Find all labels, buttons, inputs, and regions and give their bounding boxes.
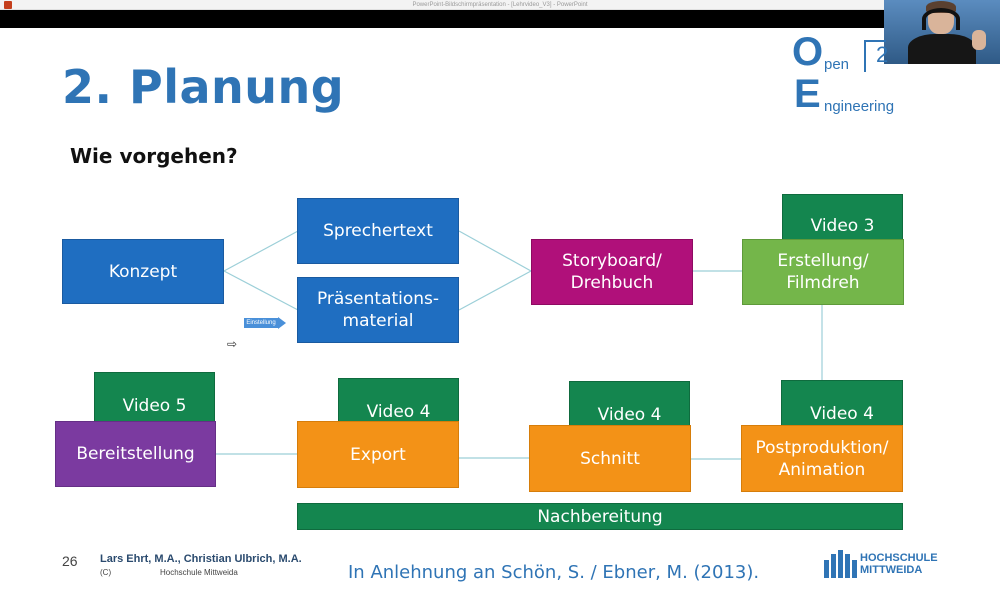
video3-label: Video 3 — [782, 194, 903, 244]
presentation-top-bar — [0, 10, 1000, 28]
footer-authors: Lars Ehrt, M.A., Christian Ulbrich, M.A. — [100, 553, 302, 565]
storyboard-box: Storyboard/ Drehbuch — [531, 239, 693, 305]
tag-button-label: Einstellung — [244, 318, 278, 328]
export-box: Export — [297, 421, 459, 488]
window-titlebar: PowerPoint-Bildschirmpräsentation - [Leh… — [0, 0, 1000, 10]
video4-schnitt-label: Video 4 — [569, 381, 690, 431]
window-title: PowerPoint-Bildschirmpräsentation - [Leh… — [412, 2, 588, 8]
logo-letter-e: E — [794, 72, 821, 116]
arrow-right-icon — [278, 317, 286, 329]
hochschule-mittweida-wordmark: HOCHSCHULE MITTWEIDA — [860, 552, 938, 576]
praesentationsmaterial-box: Präsentations- material — [297, 277, 459, 343]
logo-digit: 2 — [876, 42, 889, 67]
footer-source: In Anlehnung an Schön, S. / Ebner, M. (2… — [348, 562, 760, 583]
hollow-arrow-icon: ⇨ — [227, 337, 238, 351]
slide-subtitle: Wie vorgehen? — [70, 144, 238, 168]
nachbereitung-bar: Nachbereitung — [297, 503, 903, 530]
footer-copyright: (C) — [100, 568, 112, 577]
slide-title: 2. Planung — [62, 60, 345, 114]
logo-text-pen: pen — [824, 56, 850, 73]
tag-button[interactable]: Einstellung — [244, 317, 288, 329]
video4-export-label: Video 4 — [338, 378, 459, 428]
video4-post-label: Video 4 — [781, 380, 903, 430]
hochschule-mittweida-logo: HOCHSCHULE MITTWEIDA — [824, 550, 944, 580]
logo-text-ngineering: ngineering — [824, 98, 895, 115]
konzept-box: Konzept — [62, 239, 224, 304]
slide-number: 26 — [62, 553, 78, 569]
footer-institution: Hochschule Mittweida — [160, 568, 238, 577]
erstellung-box: Erstellung/ Filmdreh — [742, 239, 904, 305]
building-icon — [824, 550, 857, 578]
powerpoint-icon — [4, 1, 12, 9]
bereitstellung-box: Bereitstellung — [55, 421, 216, 487]
open-engineering-logo: O pen 2 E ngineering — [790, 32, 920, 120]
postproduktion-box: Postproduktion/ Animation — [741, 425, 903, 492]
schnitt-box: Schnitt — [529, 425, 691, 492]
arrow-up-icon — [864, 40, 886, 66]
webcam-overlay — [884, 0, 1000, 64]
video5-label: Video 5 — [94, 372, 215, 422]
logo-letter-o: O — [792, 30, 824, 74]
sprechertext-box: Sprechertext — [297, 198, 459, 264]
headset-icon — [922, 8, 960, 30]
